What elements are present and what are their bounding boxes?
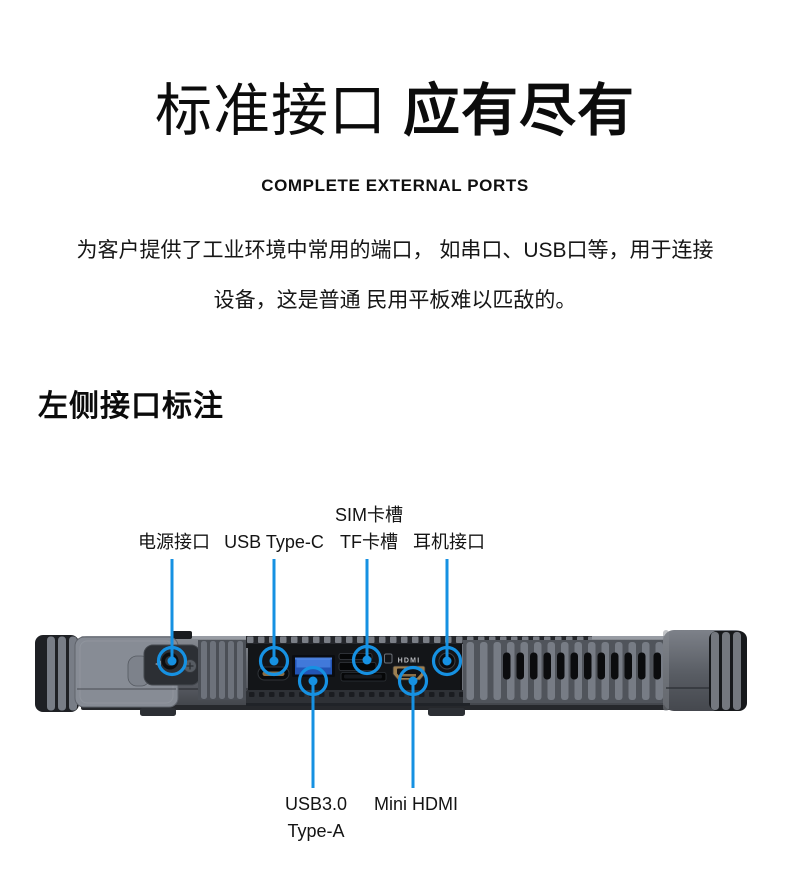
page-title-regular: 标准接口 xyxy=(155,79,387,143)
cover-screw-icon xyxy=(183,659,197,673)
intro-paragraph: 为客户提供了工业环境中常用的端口， 如串口、USB口等，用于连接 设备，这是普通… xyxy=(0,226,790,326)
callout-label-typea: Type-A xyxy=(287,821,345,841)
intro-line-1: 为客户提供了工业环境中常用的端口， 如串口、USB口等，用于连接 xyxy=(76,239,714,262)
callout-label-mini-hdmi: Mini HDMI xyxy=(374,794,458,814)
callout-label-headphone: 耳机接口 xyxy=(413,532,485,552)
callout-label-usb-type-c: USB Type-C xyxy=(224,532,324,552)
page-subtitle: COMPLETE EXTERNAL PORTS xyxy=(261,176,529,195)
right-corner-bumper xyxy=(663,630,747,711)
power-port xyxy=(161,652,179,670)
section-heading: 左侧接口标注 xyxy=(38,390,224,423)
mini-hdmi-port: HDMI xyxy=(392,658,426,681)
callout-label-sim-tf: SIM卡槽 TF卡槽 xyxy=(335,502,403,556)
speaker-grille xyxy=(463,640,668,703)
sim-card-icon xyxy=(384,653,393,664)
tablet-bottom-edge-image: HDMI xyxy=(35,630,747,716)
usb-a-port xyxy=(292,655,335,677)
bay-bottom-lip xyxy=(246,690,470,706)
intro-line-2: 设备，这是普通 民用平板难以匹敌的。 xyxy=(213,289,577,312)
top-edge-antenna-tab xyxy=(172,631,192,639)
hdmi-port-marking: HDMI xyxy=(398,658,421,665)
left-corner-bumper xyxy=(35,635,79,712)
port-annotation-figure: 电源接口 USB Type-C SIM卡槽 TF卡槽 耳机接口 USB3.0 T… xyxy=(0,430,790,882)
ribbed-grip-patch xyxy=(198,640,246,700)
usb-c-port xyxy=(257,666,290,681)
callout-label-usb3-type-a: USB3.0 Type-A xyxy=(285,791,347,845)
headphone-port xyxy=(438,652,456,670)
callout-label-sim: SIM卡槽 xyxy=(334,505,404,525)
page-title: 标准接口应有尽有 xyxy=(0,80,790,142)
callout-label-usb3: USB3.0 xyxy=(284,794,348,814)
callout-label-power: 电源接口 xyxy=(138,532,210,552)
callout-label-tf: TF卡槽 xyxy=(339,532,398,552)
page-title-bold: 应有尽有 xyxy=(403,79,635,143)
port-bay: HDMI xyxy=(248,644,466,695)
bottom-feet xyxy=(140,708,465,716)
